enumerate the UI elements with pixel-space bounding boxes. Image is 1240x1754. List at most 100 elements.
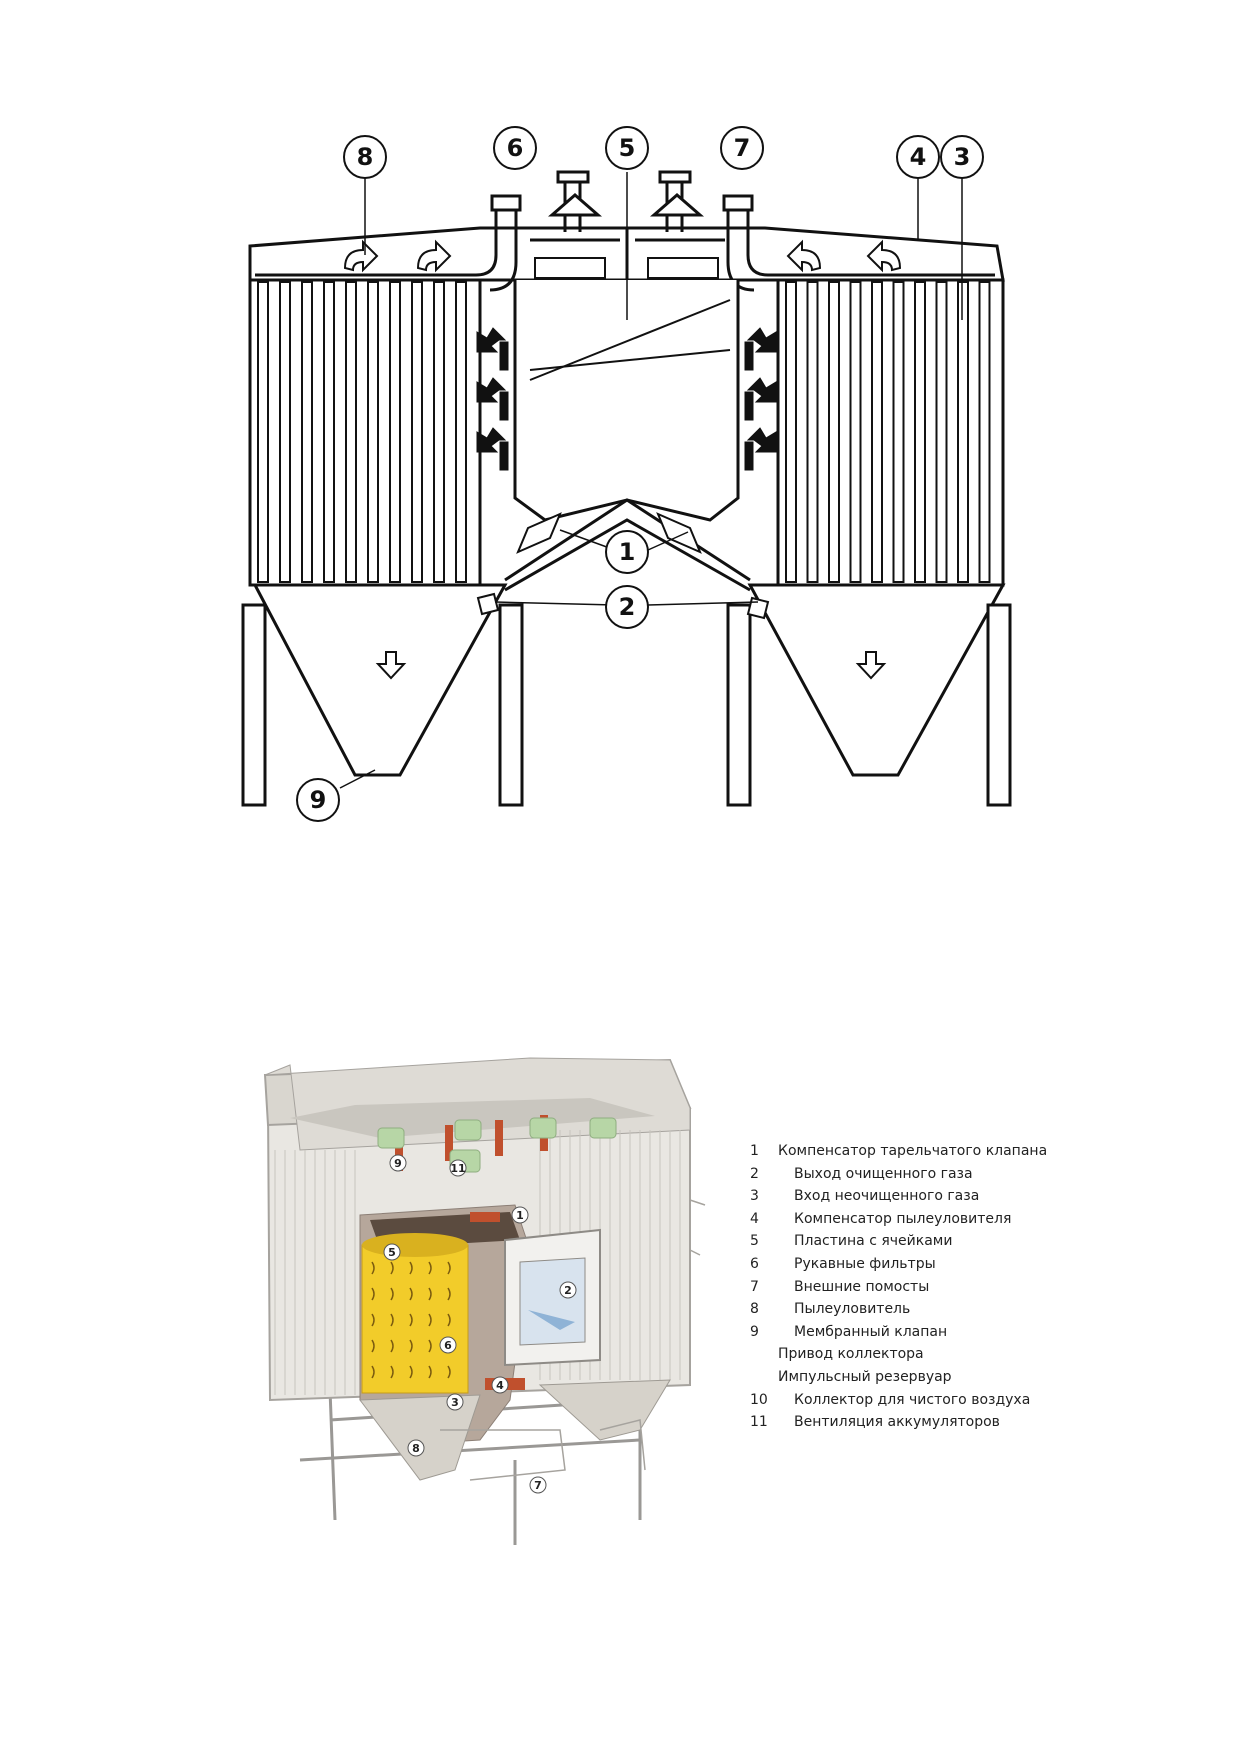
svg-text:2: 2 [619,593,636,621]
fitting-green-3 [529,1117,557,1139]
legend-item-number: 9 [750,1323,759,1340]
cutaway-callout-4: 4 [491,1376,509,1394]
legend-item-label: Вентиляция аккумуляторов [794,1414,1000,1431]
svg-text:11: 11 [450,1162,465,1175]
schematic-callout-7: 7 [720,126,764,170]
svg-text:4: 4 [910,143,927,171]
leg-2 [498,603,524,807]
svg-text:2: 2 [564,1284,572,1297]
legend-item-number: 1 [750,1143,759,1159]
left-hopper [252,583,508,777]
svg-text:8: 8 [412,1442,420,1455]
flow-arrow-left-3 [476,427,509,471]
leg-4 [986,603,1012,807]
legend-item-number: 10 [750,1391,768,1408]
cutaway-callout-9: 9 [389,1154,407,1172]
flow-arrow-right-1 [744,327,777,371]
roof-arrow-2 [416,239,452,273]
legend-item-number: 3 [750,1188,759,1205]
filter-bag [367,281,379,583]
flow-arrow-left-1 [476,327,509,371]
filter-bag [828,281,840,583]
svg-text:5: 5 [388,1246,396,1259]
filter-bag [871,281,883,583]
hopper-arrow-left [375,651,407,680]
filter-bag-bundle [361,1244,469,1394]
cutaway-callout-6: 6 [439,1336,457,1354]
filter-bag [411,281,423,583]
schematic-callout-3: 3 [940,135,984,179]
filter-bag [389,281,401,583]
leg-3 [726,603,752,807]
legend-item-number: 5 [750,1233,759,1250]
svg-text:1: 1 [619,538,636,566]
filter-bags-right [785,281,991,583]
legend-item-label: Выход очищенного газа [794,1165,973,1182]
legend-item-label: Пластина с ячейками [794,1233,953,1250]
valve-red-2 [445,1125,453,1161]
flow-arrow-right-3 [744,427,777,471]
legend-item-number: 8 [750,1301,759,1318]
cutaway-hopper-right [538,1379,671,1441]
schematic-callout-2: 2 [605,585,649,629]
legend-item: 5 Пластина с ячейками [750,1230,1080,1253]
damper-2-right [746,596,770,620]
valve-red-5 [470,1212,500,1222]
filter-bag [806,281,819,583]
legend-item-number: 4 [750,1210,759,1227]
legend-item-number: 6 [750,1255,759,1272]
outlet-pipe-6 [255,205,498,277]
schematic-callout-8: 8 [343,135,387,179]
svg-text:9: 9 [394,1157,402,1170]
cutaway-callout-3: 3 [446,1393,464,1411]
filter-bag [892,281,905,583]
schematic-callout-6: 6 [493,126,537,170]
flow-arrow-left-2 [476,377,509,421]
filter-bags-left [257,281,467,583]
flow-arrow-right-2 [744,377,777,421]
legend-item-number: 11 [750,1414,768,1431]
legend-item: 11 Вентиляция аккумуляторов [750,1411,1080,1434]
top-damper-right [635,170,725,242]
svg-text:7: 7 [734,134,751,162]
valve-red-3 [495,1120,503,1156]
external-platform [440,1429,566,1481]
legend-item-number: 7 [750,1278,759,1295]
filter-bag [433,281,445,583]
hopper-arrow-right [855,651,887,680]
poppet-valve-right [656,512,702,554]
roof-arrow-1 [343,239,379,273]
legend-item-label: Импульсный резервуар [778,1368,952,1385]
cutaway-callout-11: 11 [449,1159,467,1177]
roof-arrow-3 [786,239,822,273]
filter-bag [455,281,467,583]
svg-text:7: 7 [534,1479,542,1492]
legend-item: Импульсный резервуар [750,1366,1080,1389]
legend-item-number: 2 [750,1165,759,1182]
roof-arrow-4 [866,239,902,273]
filter-bag [935,281,948,583]
filter-bag [345,281,357,583]
filter-bag [323,281,335,583]
svg-text:4: 4 [496,1379,504,1392]
fitting-green-4 [589,1117,617,1139]
outlet-pipe-7 [746,205,995,277]
support-leg-1 [328,1389,337,1521]
legend-item: 2 Выход очищенного газа [750,1163,1080,1186]
stack-cap-7 [722,194,754,212]
schematic-callout-9: 9 [296,778,340,822]
schematic-callout-5: 5 [605,126,649,170]
filter-bag [257,281,269,583]
filter-bag [279,281,291,583]
legend-item-label: Привод коллектора [778,1346,924,1363]
svg-text:3: 3 [954,143,971,171]
